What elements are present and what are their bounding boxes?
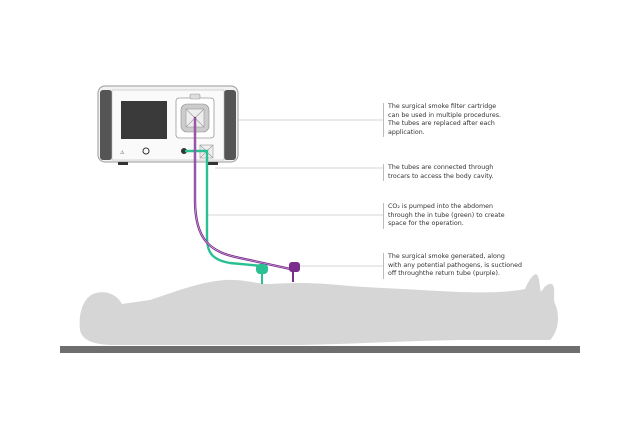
annotation-line: space for the operation. [388,220,464,228]
annotation-line: The tubes are connected through [388,164,494,171]
annotation-line: off throughthe return tube (purple). [388,270,500,278]
annotation-trocars: The tubes are connected through trocars … [383,164,578,182]
trocar-green [256,264,268,284]
annotation-co2: CO₂ is pumped into the abdomen through t… [383,203,578,229]
annotation-cartridge: The surgical smoke filter cartridge can … [383,103,578,138]
annotation-line: through the in tube (green) to create [388,211,505,219]
annotation-line: CO₂ is pumped into the abdomen [388,203,494,210]
power-knob-icon [142,147,150,155]
patient-body [79,274,558,345]
annotation-line: with any potential pathogens, is suction… [388,261,522,269]
annotation-line: The tubes are replaced after each [388,120,495,128]
annotation-line: trocars to access the body cavity. [388,172,494,180]
trocar-purple [289,262,300,282]
device-screen [121,101,167,139]
annotation-line: The surgical smoke filter cartridge [388,103,497,110]
in-tube-green [184,149,264,274]
annotation-smoke: The surgical smoke generated, along with… [383,253,578,279]
smoke-evacuator-device: ⚠ [97,85,239,165]
annotation-line: can be used in multiple procedures. [388,111,502,119]
operating-table [60,346,580,353]
annotation-line: application. [388,128,425,136]
annotation-line: The surgical smoke generated, along [388,253,505,260]
svg-text:⚠: ⚠ [120,150,125,156]
